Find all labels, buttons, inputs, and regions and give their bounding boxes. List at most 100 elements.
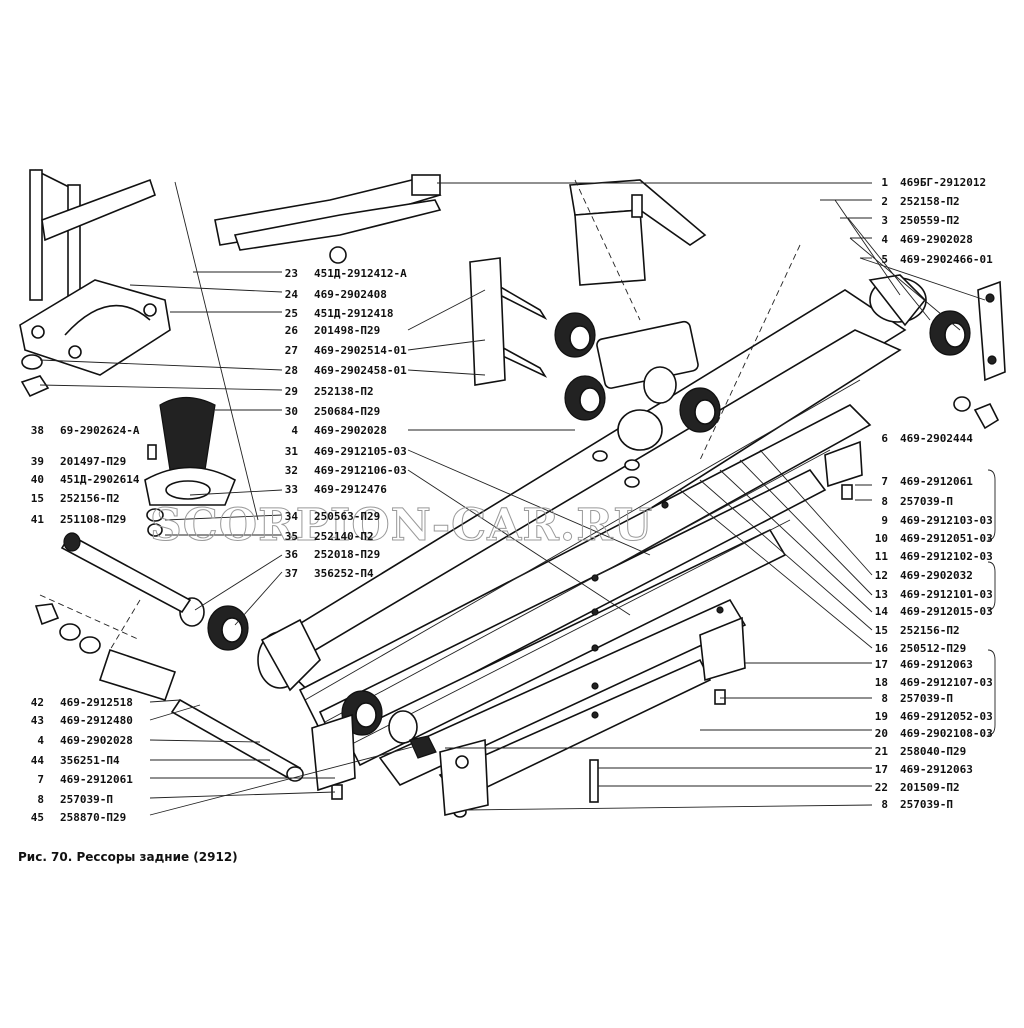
center-callout-number: 32 [285, 464, 298, 477]
left-callout-number: 42 [31, 696, 44, 709]
left-part-number: 451Д-2902614 [60, 473, 140, 486]
center-part-number: 469-2912105-03 [314, 445, 407, 458]
center-callout-number: 4 [291, 424, 298, 437]
right-callout-number: 20 [875, 727, 888, 740]
right-part-number: 469-2912101-03 [900, 588, 993, 601]
right-callout-number: 4 [881, 233, 888, 246]
watermark-text: SCORPION-CAR.RU [150, 500, 653, 551]
left-callout-number: 38 [31, 424, 44, 437]
right-part-number: 469-2912107-03 [900, 676, 993, 689]
right-callout-number: 19 [875, 710, 888, 723]
right-part-number: 469-2902466-01 [900, 253, 993, 266]
left-part-number: 258870-П29 [60, 811, 126, 824]
left-callout-number: 41 [31, 513, 45, 526]
u-bolt [29, 169, 156, 326]
left-part-number: 356251-П4 [60, 754, 120, 767]
right-callout-number: 17 [875, 763, 888, 776]
left-callout-number: 39 [31, 455, 44, 468]
right-part-number: 469-2912051-03 [900, 532, 993, 545]
center-callout-number: 29 [285, 385, 298, 398]
small-spring-assembly [214, 174, 442, 264]
right-part-number: 257039-П [900, 798, 953, 811]
center-callout-number: 30 [285, 405, 298, 418]
right-callout-number: 17 [875, 658, 888, 671]
center-part-number: 252140-П2 [314, 530, 374, 543]
left-part-number: 257039-П [60, 793, 113, 806]
center-part-number: 469-2902408 [314, 288, 387, 301]
left-part-number: 201497-П29 [60, 455, 126, 468]
center-part-number: 451Д-2912412-А [314, 267, 407, 280]
center-part-number: 201498-П29 [314, 324, 380, 337]
frame-bracket-top [569, 179, 707, 286]
callout-column-left: 38 69-2902624-А 39 201497-П29 40 451Д-2902614… [31, 424, 140, 824]
center-part-number: 356252-П4 [314, 567, 374, 580]
center-part-number: 252138-П2 [314, 385, 374, 398]
shackle-assembly [469, 257, 699, 451]
right-part-number: 469-2902032 [900, 569, 973, 582]
right-part-number: 252158-П2 [900, 195, 960, 208]
left-callout-number: 45 [31, 811, 44, 824]
center-callout-number: 33 [285, 483, 298, 496]
right-callout-number: 22 [875, 781, 888, 794]
right-part-number: 469-2912015-03 [900, 605, 993, 618]
right-callout-number: 13 [875, 588, 888, 601]
center-callout-number: 27 [285, 344, 298, 357]
center-callout-number: 36 [285, 548, 299, 561]
center-callout-number: 26 [285, 324, 299, 337]
spring-clamps [311, 440, 863, 816]
left-callout-number: 4 [37, 734, 44, 747]
right-callout-number: 9 [881, 514, 888, 527]
left-callout-number: 40 [31, 473, 44, 486]
center-callout-number: 34 [285, 510, 299, 523]
left-part-number: 469-2912061 [60, 773, 133, 786]
figure-caption: Рис. 70. Рессоры задние (2912) [18, 850, 238, 864]
bump-stop [144, 396, 237, 506]
center-part-number: 451Д-2912418 [314, 307, 393, 320]
left-part-number: 469-2902028 [60, 734, 133, 747]
group-braces [987, 469, 996, 736]
center-callout-number: 24 [285, 288, 299, 301]
right-callout-number: 18 [875, 676, 888, 689]
right-part-number: 469-2912061 [900, 475, 973, 488]
center-part-number: 469-2902028 [314, 424, 387, 437]
left-callout-number: 15 [31, 492, 44, 505]
left-callout-number: 7 [37, 773, 44, 786]
right-callout-number: 3 [881, 214, 888, 227]
parts-artwork [19, 169, 1006, 818]
center-part-number: 250563-П29 [314, 510, 380, 523]
leader-lines [39, 179, 986, 816]
left-part-number: 69-2902624-А [60, 424, 140, 437]
center-callout-number: 25 [285, 307, 298, 320]
left-callout-number: 44 [31, 754, 45, 767]
center-callout-number: 37 [285, 567, 298, 580]
right-part-number: 257039-П [900, 495, 953, 508]
center-part-number: 469-2912106-03 [314, 464, 407, 477]
center-callout-number: 31 [285, 445, 299, 458]
rear-bracket-plate [953, 280, 1006, 430]
right-part-number: 252156-П2 [900, 624, 960, 637]
center-part-number: 469-2902514-01 [314, 344, 407, 357]
left-callout-number: 43 [31, 714, 44, 727]
right-part-number: 469-2912052-03 [900, 710, 993, 723]
center-callout-number: 23 [285, 267, 298, 280]
right-part-number: 469-2912063 [900, 763, 973, 776]
spring-eye-front [257, 618, 321, 692]
left-part-number: 251108-П29 [60, 513, 126, 526]
right-callout-number: 12 [875, 569, 888, 582]
right-part-number: 469-2902028 [900, 233, 973, 246]
right-part-number: 469-2912102-03 [900, 550, 993, 563]
right-callout-number: 1 [881, 176, 888, 189]
right-part-number: 250559-П2 [900, 214, 960, 227]
center-part-number: 469-2902458-01 [314, 364, 407, 377]
right-callout-number: 15 [875, 624, 888, 637]
right-callout-number: 5 [881, 253, 888, 266]
right-callout-number: 8 [881, 798, 888, 811]
right-callout-number: 21 [875, 745, 889, 758]
right-callout-number: 7 [881, 475, 888, 488]
right-part-number: 250512-П29 [900, 642, 966, 655]
right-part-number: 469-2902108-03 [900, 727, 993, 740]
rubber-bushes [207, 310, 971, 736]
left-part-number: 252156-П2 [60, 492, 120, 505]
